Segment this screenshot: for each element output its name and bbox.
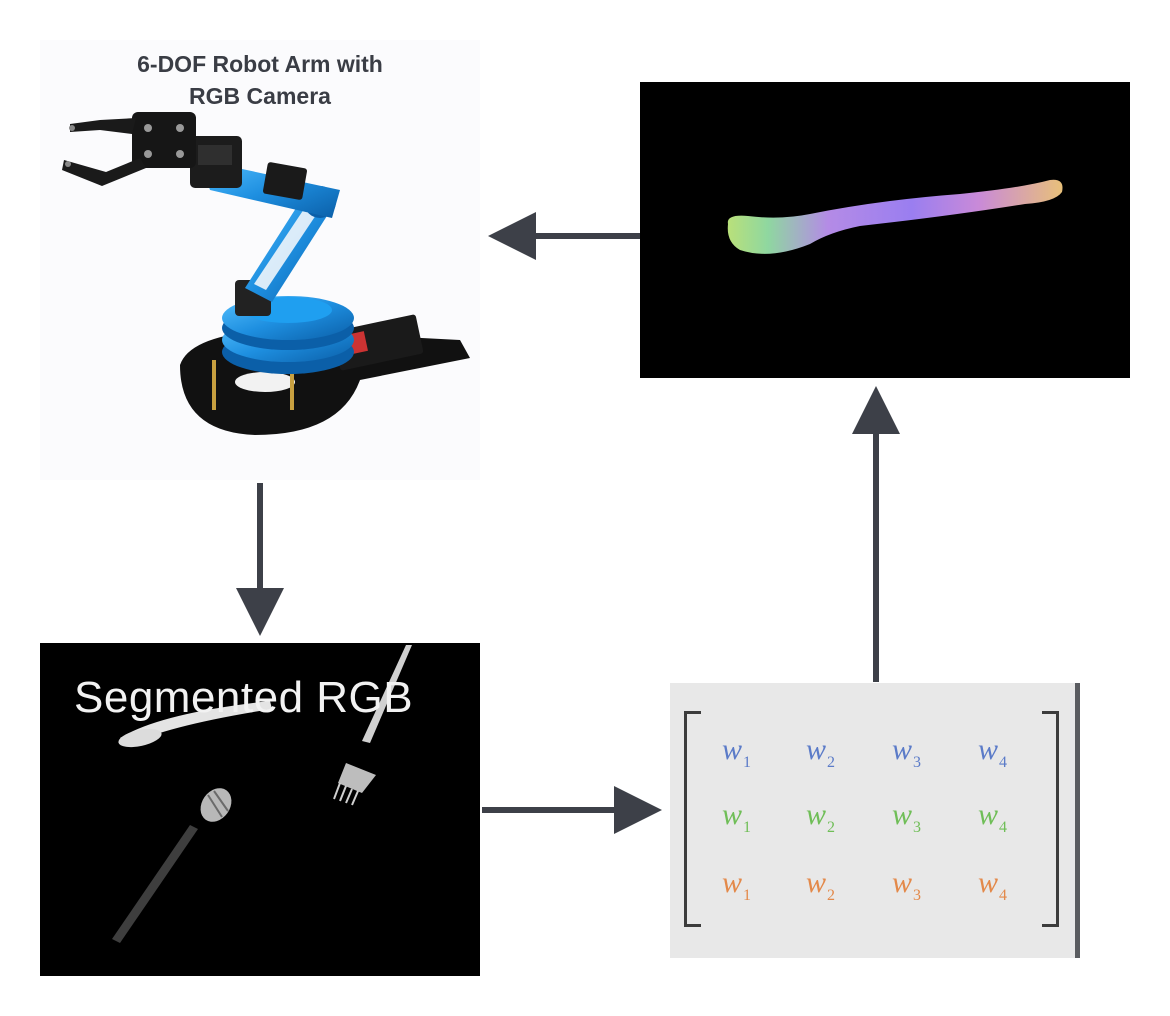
- matrix-cell-base: w: [892, 733, 913, 766]
- matrix-cell-subscript: 1: [743, 887, 752, 904]
- matrix-cell-base: w: [806, 733, 827, 766]
- matrix-cell: w3: [892, 866, 921, 905]
- robot-arm-panel: 6-DOF Robot Arm with RGB Camera: [40, 40, 480, 480]
- descriptor-visualization-panel: [640, 82, 1130, 378]
- matrix-panel-border: [1075, 683, 1080, 958]
- matrix-cell: w2: [806, 733, 835, 772]
- base-hole: [235, 372, 295, 392]
- fork-1: [120, 701, 272, 745]
- matrix-cell: w4: [978, 866, 1007, 905]
- matrix-cell-subscript: 1: [743, 819, 752, 836]
- matrix-cell-subscript: 3: [913, 819, 922, 836]
- matrix-cell-base: w: [978, 798, 999, 831]
- matrix-cell-subscript: 2: [827, 887, 836, 904]
- matrix-cell-base: w: [892, 866, 913, 899]
- matrix-cell-subscript: 1: [743, 754, 752, 771]
- fork-2: [362, 645, 412, 743]
- matrix-cell-subscript: 2: [827, 819, 836, 836]
- matrix-cell: w2: [806, 866, 835, 905]
- fork-3: [112, 825, 198, 943]
- fork-descriptor-image: [727, 179, 1063, 254]
- gripper-body: [132, 112, 196, 168]
- matrix-left-bracket: [684, 711, 701, 927]
- matrix-cell: w1: [722, 733, 751, 772]
- matrix-cell-subscript: 2: [827, 754, 836, 771]
- matrix-cell-subscript: 4: [999, 754, 1008, 771]
- control-board: [332, 314, 424, 371]
- matrix-cell-subscript: 4: [999, 819, 1008, 836]
- matrix-cell-base: w: [806, 866, 827, 899]
- matrix-cell-subscript: 3: [913, 887, 922, 904]
- segmented-rgb-panel: Segmented RGB: [40, 643, 480, 976]
- matrix-cell-base: w: [978, 733, 999, 766]
- robot-arm-illustration: [62, 112, 470, 435]
- matrix-cell-base: w: [722, 866, 743, 899]
- matrix-cell-base: w: [892, 798, 913, 831]
- matrix-right-bracket: [1042, 711, 1059, 927]
- gripper-finger-bottom: [62, 158, 146, 186]
- matrix-cell: w4: [978, 798, 1007, 837]
- matrix-cell: w2: [806, 798, 835, 837]
- segmented-rgb-label: Segmented RGB: [74, 673, 414, 722]
- gripper-finger-top: [70, 118, 136, 134]
- matrix-cell-subscript: 3: [913, 754, 922, 771]
- matrix-cell: w3: [892, 798, 921, 837]
- matrix-cell-subscript: 4: [999, 887, 1008, 904]
- matrix-cell: w4: [978, 733, 1007, 772]
- matrix-cell-base: w: [806, 798, 827, 831]
- matrix-cell-base: w: [722, 733, 743, 766]
- matrix-cell: w3: [892, 733, 921, 772]
- matrix-cell: w1: [722, 798, 751, 837]
- segmented-forks-image: [112, 645, 412, 943]
- matrix-cell-base: w: [722, 798, 743, 831]
- matrix-cell: w1: [722, 866, 751, 905]
- matrix-cell-base: w: [978, 866, 999, 899]
- robot-arm-title: 6-DOF Robot Arm with RGB Camera: [137, 51, 383, 109]
- fork-descriptor-shape: [727, 179, 1063, 254]
